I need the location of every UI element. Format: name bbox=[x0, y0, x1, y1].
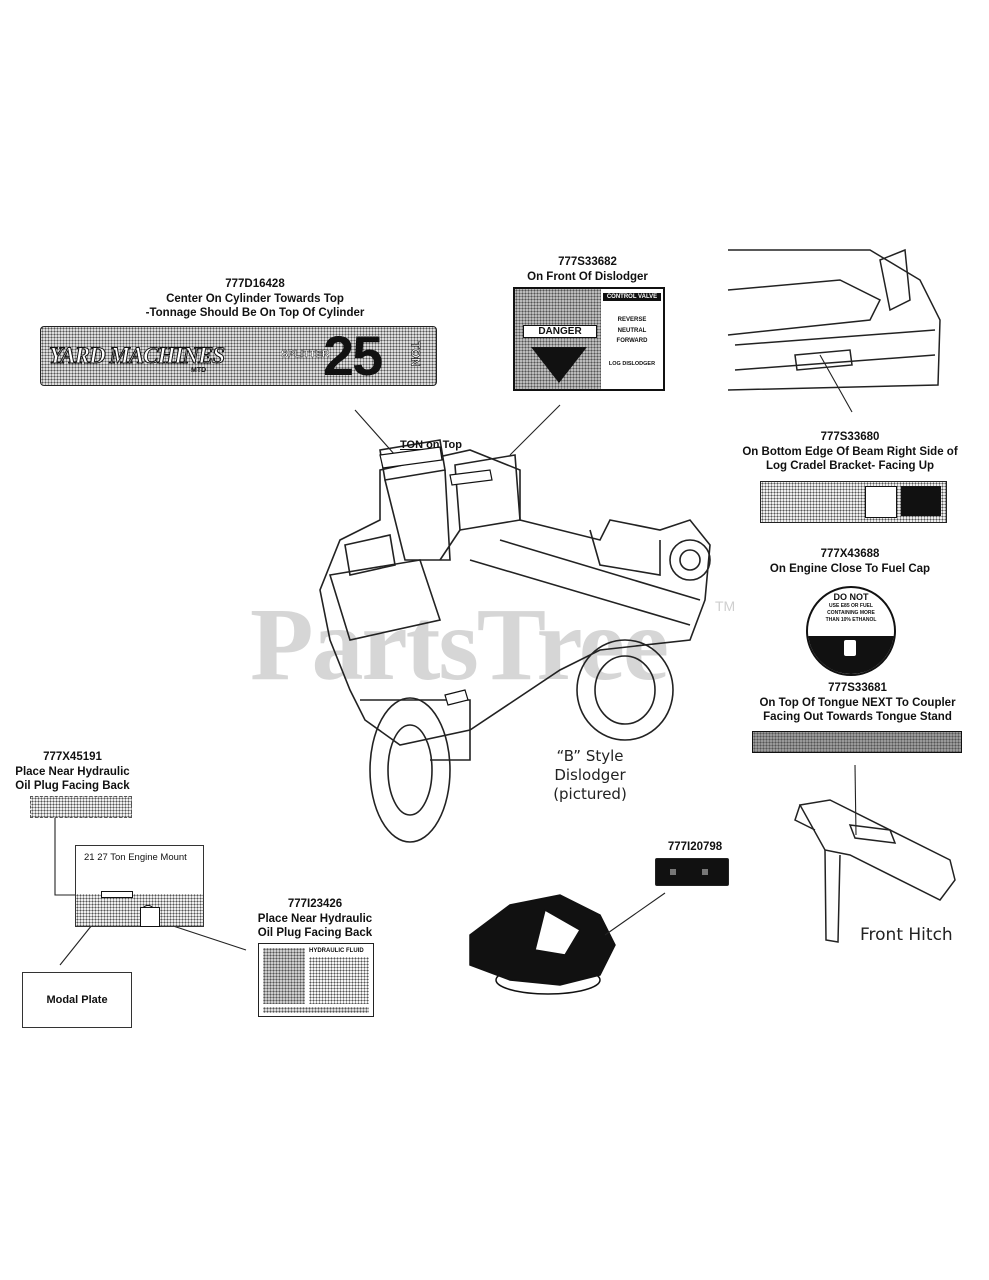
part-number: 777I23426 bbox=[287, 898, 343, 910]
callout-777X43688: 777X43688 On Engine Close To Fuel Cap bbox=[745, 547, 955, 576]
decal-hydraulic-small bbox=[30, 796, 132, 818]
part-number: 777D16428 bbox=[225, 278, 285, 290]
part-number: 777S33681 bbox=[828, 682, 887, 694]
fuel-line: DO NOT bbox=[833, 592, 869, 602]
dislodger-note-line: “B” Style Dislodger bbox=[554, 747, 626, 784]
placement-note: On Top Of Tongue NEXT To Coupler bbox=[759, 696, 956, 709]
part-number: 777S33682 bbox=[558, 256, 617, 268]
decal-fuel: DO NOT USE E85 OR FUEL CONTAINING MORE T… bbox=[806, 586, 896, 676]
callout-777X45191: 777X45191 Place Near Hydraulic Oil Plug … bbox=[0, 750, 145, 794]
dislodger-note-line: (pictured) bbox=[553, 785, 627, 803]
part-number: 777X45191 bbox=[43, 751, 102, 763]
front-hitch-label: Front Hitch bbox=[860, 925, 953, 945]
model-plate: Modal Plate bbox=[22, 972, 132, 1028]
callout-777S33681: 777S33681 On Top Of Tongue NEXT To Coupl… bbox=[735, 681, 980, 725]
decal-yard-machines: YARD MACHINES MTD SPLITTER 25 TON bbox=[40, 326, 437, 386]
danger-banner: DANGER bbox=[523, 325, 597, 338]
watermark: PartsTree bbox=[250, 587, 669, 702]
control-valve-heading: CONTROL VALVE bbox=[603, 293, 661, 301]
placement-note: -Tonnage Should Be On Top Of Cylinder bbox=[145, 307, 365, 319]
on-top-text: on Top bbox=[423, 439, 462, 451]
ton-on-top-note: TON on Top bbox=[400, 439, 462, 451]
decal-engine-small bbox=[655, 858, 729, 886]
placement-note: Oil Plug Facing Back bbox=[257, 927, 373, 939]
placement-note: Log Cradel Bracket- Facing Up bbox=[765, 460, 935, 472]
plug-location-marker bbox=[140, 907, 160, 927]
oil-can-icon bbox=[263, 948, 305, 1004]
brand-sub: MTD bbox=[191, 367, 207, 374]
part-number: 777X43688 bbox=[820, 548, 880, 560]
valve-neutral: NEUTRAL bbox=[617, 328, 647, 334]
placement-note: On Bottom Edge Of Beam Right Side of bbox=[742, 445, 958, 458]
placement-note: Facing Out Towards Tongue Stand bbox=[763, 711, 952, 723]
valve-forward: FORWARD bbox=[616, 338, 648, 344]
decal-hydraulic-fluid: HYDRAULIC FLUID bbox=[258, 943, 374, 1017]
callout-777I23426: 777I23426 Place Near Hydraulic Oil Plug … bbox=[240, 897, 390, 941]
decal-beam bbox=[760, 481, 947, 523]
part-number: 777S33680 bbox=[820, 431, 880, 443]
callout-777I20798: 777I20798 bbox=[645, 840, 745, 855]
engine-mount-plate: 21 27 Ton Engine Mount bbox=[75, 845, 204, 927]
model-plate-label: Modal Plate bbox=[46, 994, 108, 1006]
placement-note: Center On Cylinder Towards Top bbox=[166, 292, 344, 305]
decal-tongue bbox=[752, 731, 962, 753]
decal-unit: TON bbox=[408, 341, 423, 367]
fuel-pump-icon bbox=[844, 640, 856, 656]
decal-dislodger: DANGER CONTROL VALVE REVERSE NEUTRAL FOR… bbox=[513, 287, 665, 391]
fuel-line: THAN 10% ETHANOL bbox=[825, 617, 877, 623]
placement-note: Oil Plug Facing Back bbox=[15, 780, 130, 792]
decal-word: SPLITTER bbox=[281, 349, 330, 360]
fuel-line: USE E85 OR FUEL bbox=[829, 603, 873, 609]
fuel-line: CONTAINING MORE bbox=[827, 610, 875, 616]
placement-note: On Front Of Dislodger bbox=[527, 270, 648, 283]
watermark-tm: TM bbox=[715, 598, 736, 614]
callout-777S33682: 777S33682 On Front Of Dislodger bbox=[500, 255, 675, 284]
hand-warning-icon bbox=[531, 347, 587, 383]
placement-note: Place Near Hydraulic bbox=[15, 765, 130, 778]
valve-log-dislodger: LOG DISLODGER bbox=[608, 361, 656, 367]
hydraulic-title: HYDRAULIC FLUID bbox=[309, 948, 364, 954]
callout-777S33680: 777S33680 On Bottom Edge Of Beam Right S… bbox=[730, 430, 970, 474]
valve-reverse: REVERSE bbox=[617, 317, 647, 323]
callout-777D16428: 777D16428 Center On Cylinder Towards Top… bbox=[120, 277, 390, 321]
brand-logo: YARD MACHINES bbox=[48, 343, 225, 369]
placement-note: Place Near Hydraulic bbox=[257, 912, 373, 925]
decal-tonnage: 25 bbox=[323, 326, 383, 386]
ton-word: TON bbox=[400, 439, 424, 451]
dislodger-note: “B” Style Dislodger (pictured) bbox=[520, 747, 660, 804]
engine-mount-label: 21 27 Ton Engine Mount bbox=[84, 852, 187, 863]
part-number: 777I20798 bbox=[667, 841, 723, 853]
placement-note: On Engine Close To Fuel Cap bbox=[769, 562, 931, 575]
